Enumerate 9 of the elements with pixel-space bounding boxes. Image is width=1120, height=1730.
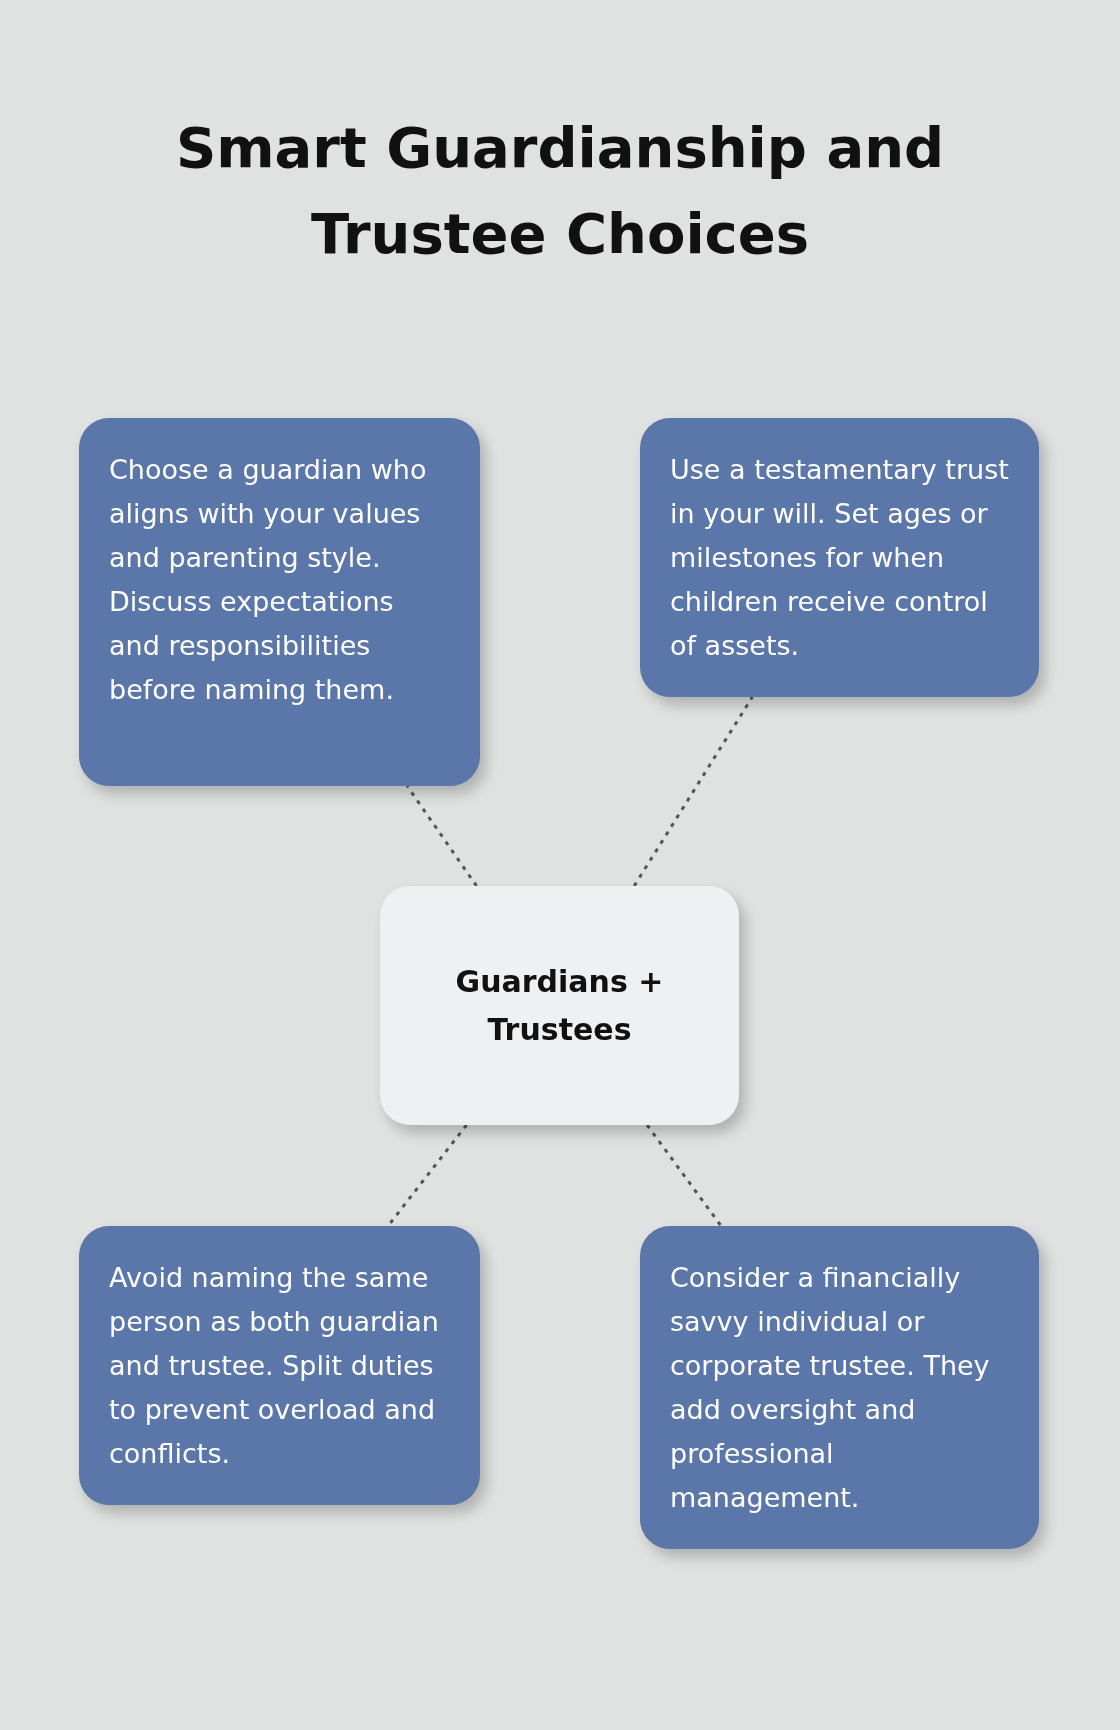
tip-card: Consider a financially savvy individual or corporate trustee. They add oversight and professional management. <box>640 1226 1039 1549</box>
central-topic-box: Guardians + Trustees <box>380 886 739 1125</box>
tip-card: Choose a guardian who aligns with your values and parenting style. Discuss expectations and responsibilities before naming them. <box>79 418 480 786</box>
dotted-connector <box>645 1124 723 1227</box>
dotted-connector <box>405 785 478 887</box>
tip-card: Avoid naming the same person as both guardian and trustee. Split duties to prevent overload and conflicts. <box>79 1226 480 1505</box>
dotted-connector <box>632 696 754 887</box>
tip-card: Use a testamentary trust in your will. Set ages or milestones for when children receive control of assets. <box>640 418 1039 697</box>
title: Smart Guardianship and Trustee Choices <box>174 114 946 268</box>
